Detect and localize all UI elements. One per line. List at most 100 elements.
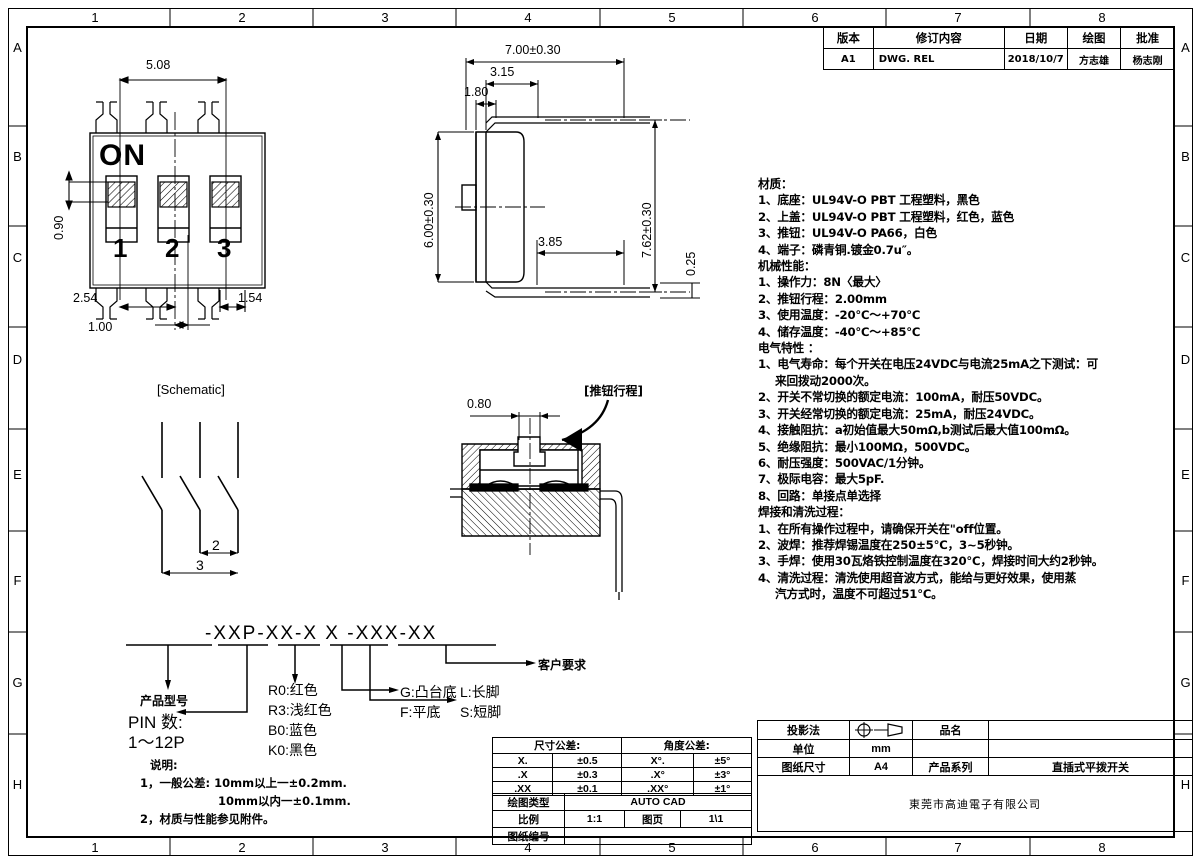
dim-5-08: 5.08 (146, 58, 171, 72)
spec-mechanical-heading: 机械性能： (758, 259, 816, 274)
notes-line-1-cont: 10mm以内一±0.1mm. (218, 794, 351, 808)
spec-electrical-heading: 电气特性 ： (758, 341, 820, 356)
spec-solder-4-cont: 汽方式时，温度不可超过51℃。 (775, 587, 943, 602)
revision-data-row: A1 DWG. REL 2018/10/7 方志雄 杨志刚 (823, 48, 1175, 70)
projection-label: 投影法 (757, 720, 850, 740)
product-name-label: 品名 (912, 720, 989, 740)
scale-label: 比例 (492, 810, 565, 828)
zone-row-d: D (12, 352, 23, 367)
sheet-size-label: 图纸尺寸 (757, 757, 850, 776)
notes-line-1: 1，一般公差: 10mm以上一±0.2mm. (140, 776, 347, 790)
tol-ang-key-2: .X° (621, 767, 694, 782)
tol-header-dimension: 尺寸公差: (491, 737, 623, 754)
zone-col-8-bottom: 8 (1098, 840, 1106, 855)
tol-ang-val-1: ±5° (692, 753, 753, 768)
projection-symbol-cell (849, 720, 913, 740)
page-value: 1\1 (680, 810, 752, 828)
part-number-code: -XXP-XX-X X -XXX-XX (205, 623, 438, 644)
unit-row: 单位 mm (757, 739, 1193, 758)
zone-row-g: G (12, 675, 23, 690)
schematic-dim-2: 2 (212, 537, 220, 553)
pn-color-r0: R0:红色 (268, 682, 318, 698)
tol-dim-key-1: X. (491, 753, 554, 768)
zone-col-2: 2 (238, 10, 246, 25)
zone-col-1: 1 (91, 10, 99, 25)
zone-col-4-bottom: 4 (524, 840, 532, 855)
unit-spacer-right (988, 739, 1193, 758)
spec-solder-4: 4、清洗过程：清洗使用超音波方式，能给与更好效果，使用蒸 (758, 570, 1077, 585)
spec-solder-1: 1、在所有操作过程中，请确保开关在"off位置。 (758, 521, 1008, 536)
scale-value: 1:1 (564, 810, 625, 828)
dim-2-54: 2.54 (73, 291, 98, 305)
dim-3-15: 3.15 (490, 65, 515, 79)
spec-material-3: 3、推钮：UL94V-O PA66，白色 (758, 226, 937, 241)
schematic-dim-3: 3 (196, 557, 204, 573)
tol-ang-val-2: ±3° (692, 767, 753, 782)
spec-electrical-7: 7、极际电容：最大5pF. (758, 472, 885, 487)
projection-row: 投影法 品名 (757, 720, 1193, 740)
switch-number-1: 1 (113, 233, 128, 263)
notes-title: 说明: (150, 758, 178, 772)
spec-mechanical-4: 4、储存温度：-40℃～+85℃ (758, 324, 921, 339)
section-view-title: [推钮行程] (584, 384, 643, 398)
zone-col-7: 7 (954, 10, 962, 25)
rev-header-date: 日期 (1003, 27, 1068, 49)
zone-col-3: 3 (381, 10, 389, 25)
schematic-title: [Schematic] (157, 382, 225, 397)
spec-mechanical-1: 1、操作力：8N〈最大〉 (758, 275, 887, 290)
switch-number-2: 2 (165, 233, 180, 263)
pn-pin-label: PIN 数: (128, 713, 183, 732)
dim-7-00: 7.00±0.30 (505, 43, 561, 57)
pn-base-g: G:凸台底 (400, 684, 457, 700)
first-angle-projection-icon (855, 722, 903, 738)
zone-col-7-bottom: 7 (954, 840, 962, 855)
spec-material-2: 2、上盖：UL94V-O PBT 工程塑料，红色，蓝色 (758, 209, 1015, 224)
switch-number-3: 3 (217, 233, 232, 263)
tolerance-row-1: X. ±0.5 X°. ±5° (491, 753, 753, 768)
page-label: 图页 (624, 810, 681, 828)
company-name: 東莞市高迪電子有限公司 (757, 775, 1193, 832)
dim-1-80: 1.80 (464, 85, 489, 99)
zone-row-d-right: D (1180, 352, 1191, 367)
drawing-info-table: 绘图类型 AUTO CAD 比例 1:1 图页 1\1 图纸编号 (492, 793, 752, 845)
zone-col-2-bottom: 2 (238, 840, 246, 855)
zone-row-f: F (13, 573, 22, 588)
rev-value-approved: 杨志刚 (1120, 48, 1175, 70)
pn-pin-range: 1～12P (128, 733, 185, 752)
dim-1-54: 1.54 (238, 291, 263, 305)
rev-value-content: DWG. REL (872, 48, 1005, 70)
pn-lead-l: L:长脚 (460, 684, 500, 700)
series-value: 直插式平拨开关 (988, 757, 1193, 776)
unit-spacer-left (912, 739, 989, 758)
spec-electrical-1: 1、电气寿命：每个开关在电压24VDC与电流25mA之下测试：可 (758, 357, 1098, 372)
tol-ang-key-1: X°. (621, 753, 694, 768)
spec-mechanical-2: 2、推钮行程：2.00mm (758, 291, 887, 306)
specifications-block: 材质： 1、底座：UL94V-O PBT 工程塑料，黑色 2、上盖：UL94V-… (758, 176, 1103, 603)
tol-header-angle: 角度公差: (621, 737, 752, 754)
unit-label: 单位 (757, 739, 850, 758)
tol-dim-key-2: .X (491, 767, 554, 782)
sheet-size-value: A4 (849, 757, 913, 776)
spec-material-heading: 材质： (758, 177, 793, 191)
spec-electrical-8: 8、回路：单接点单选择 (758, 488, 881, 503)
spec-electrical-1-cont: 来回拨动2000次。 (775, 373, 876, 388)
spec-mechanical-3: 3、使用温度：-20℃～+70℃ (758, 308, 921, 323)
title-block-table: 投影法 品名 单位 mm 图纸尺寸 A4 产品系列 直插式平 (757, 720, 1193, 832)
scale-row: 比例 1:1 图页 1\1 (492, 810, 752, 828)
zone-row-a-right: A (1181, 40, 1190, 55)
zone-row-e: E (13, 467, 22, 482)
pn-color-k0: K0:黑色 (268, 742, 318, 758)
tolerance-row-2: .X ±0.3 .X° ±3° (491, 767, 753, 782)
zone-col-6: 6 (811, 10, 819, 25)
zone-row-a: A (13, 40, 22, 55)
drawing-number-value (564, 827, 752, 845)
spec-electrical-4: 4、接触阻抗：a初始值最大50mΩ,b测试后最大值100mΩ。 (758, 423, 1076, 438)
spec-electrical-2: 2、开关不常切换的额定电流：100mA，耐压50VDC。 (758, 390, 1049, 405)
zone-row-e-right: E (1181, 467, 1190, 482)
pn-model-label: 产品型号 (140, 694, 189, 708)
sheet-size-row: 图纸尺寸 A4 产品系列 直插式平拨开关 (757, 757, 1193, 776)
zone-row-g-right: G (1180, 675, 1191, 690)
